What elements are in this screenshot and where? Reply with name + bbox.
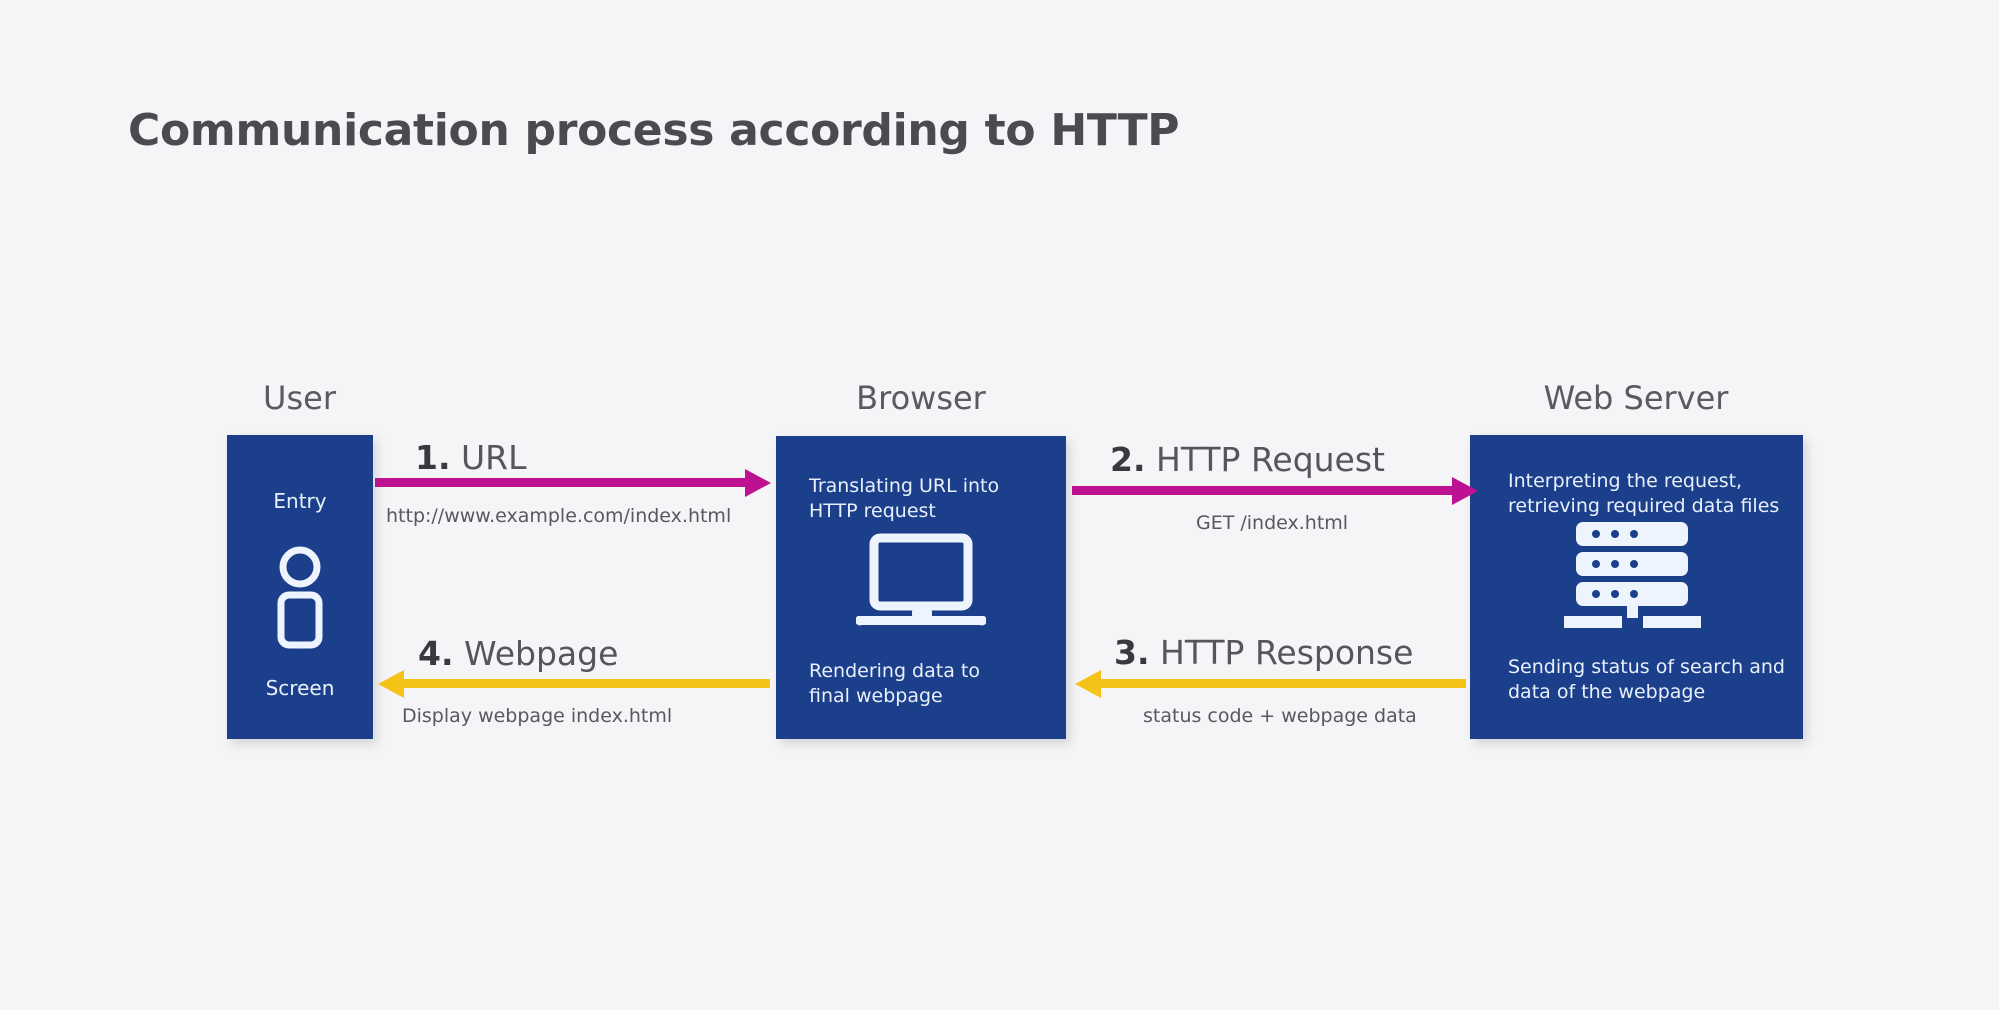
browser-bottom-text: Rendering data to final webpage bbox=[809, 660, 980, 708]
arrow-4-title: 4. Webpage bbox=[418, 634, 618, 673]
arrow-2-sublabel: GET /index.html bbox=[1196, 512, 1349, 534]
server-bottom-text: Sending status of search and data of the… bbox=[1508, 656, 1785, 704]
arrow-4-step-number: 4. bbox=[418, 634, 454, 673]
user-entry-label: Entry bbox=[273, 489, 327, 513]
arrow-3-head-icon bbox=[1075, 670, 1101, 698]
user-screen-label: Screen bbox=[265, 676, 335, 700]
arrow-2-line bbox=[1072, 486, 1452, 495]
arrow-3-step-number: 3. bbox=[1114, 633, 1150, 672]
arrow-2-head-icon bbox=[1452, 477, 1478, 505]
arrow-3-label: HTTP Response bbox=[1160, 633, 1414, 672]
arrow-1-title: 1. URL bbox=[415, 438, 526, 477]
arrow-2-step-number: 2. bbox=[1110, 440, 1146, 479]
server-rack-icon bbox=[1558, 520, 1708, 634]
person-icon bbox=[270, 545, 330, 657]
arrow-1-label: URL bbox=[461, 438, 527, 477]
server-top-text: Interpreting the request, retrieving req… bbox=[1508, 470, 1780, 518]
arrow-1-step-number: 1. bbox=[415, 438, 451, 477]
page-title: Communication process according to HTTP bbox=[128, 105, 1180, 156]
arrow-1-head-icon bbox=[745, 469, 771, 497]
column-header-user: User bbox=[263, 379, 336, 417]
arrow-4-sublabel: Display webpage index.html bbox=[402, 705, 673, 727]
browser-top-text: Translating URL into HTTP request bbox=[809, 475, 1000, 523]
column-header-web-server: Web Server bbox=[1543, 379, 1729, 417]
actor-box-web-server: Interpreting the request, retrieving req… bbox=[1470, 435, 1803, 739]
actor-box-user: Entry Screen bbox=[227, 435, 373, 739]
arrow-3-line bbox=[1101, 679, 1466, 688]
arrow-2-label: HTTP Request bbox=[1156, 440, 1385, 479]
arrow-4-label: Webpage bbox=[464, 634, 619, 673]
laptop-icon bbox=[855, 532, 987, 636]
actor-box-browser: Translating URL into HTTP request Render… bbox=[776, 436, 1066, 739]
arrow-1-line bbox=[375, 478, 745, 487]
arrow-4-head-icon bbox=[378, 670, 404, 698]
arrow-2-title: 2. HTTP Request bbox=[1110, 440, 1385, 479]
column-header-browser: Browser bbox=[856, 379, 986, 417]
arrow-3-title: 3. HTTP Response bbox=[1114, 633, 1413, 672]
arrow-4-line bbox=[404, 679, 770, 688]
arrow-1-sublabel: http://www.example.com/index.html bbox=[386, 505, 732, 527]
arrow-3-sublabel: status code + webpage data bbox=[1143, 705, 1417, 727]
